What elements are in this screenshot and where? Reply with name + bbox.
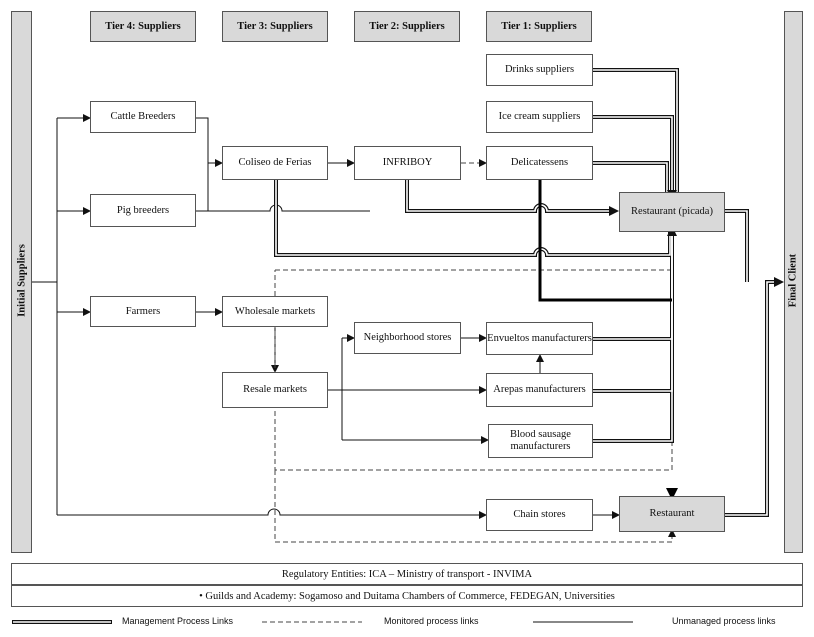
tier-2-header: Tier 2: Suppliers bbox=[354, 11, 460, 42]
tier-3-header: Tier 3: Suppliers bbox=[222, 11, 328, 42]
initial-suppliers-label: Initial Suppliers bbox=[16, 244, 28, 317]
drinks-suppliers-node: Drinks suppliers bbox=[486, 54, 593, 86]
legend-management: Management Process Links bbox=[122, 616, 234, 626]
wholesale-markets-node: Wholesale markets bbox=[222, 296, 328, 327]
blood-sausage-manufacturers-node: Blood sausage manufacturers bbox=[488, 424, 593, 458]
infriboy-node: INFRIBOY bbox=[354, 146, 461, 180]
tier-1-header: Tier 1: Suppliers bbox=[486, 11, 592, 42]
thick-link bbox=[538, 180, 672, 302]
monitored-links bbox=[274, 159, 676, 543]
cattle-breeders-node: Cattle Breeders bbox=[90, 101, 196, 133]
legend-unmanaged: Unmanaged process links bbox=[672, 616, 776, 626]
farmers-node: Farmers bbox=[90, 296, 196, 327]
delicatessens-node: Delicatessens bbox=[486, 146, 593, 180]
legend-monitored: Monitored process links bbox=[384, 616, 479, 626]
chain-stores-node: Chain stores bbox=[486, 499, 593, 531]
regulatory-entities-band: Regulatory Entities: ICA – Ministry of t… bbox=[11, 563, 803, 585]
initial-suppliers-bar bbox=[11, 11, 32, 553]
final-client-bar bbox=[784, 11, 803, 553]
ice-cream-suppliers-node: Ice cream suppliers bbox=[486, 101, 593, 133]
coliseo-de-ferias-node: Coliseo de Ferias bbox=[222, 146, 328, 180]
tier-4-header: Tier 4: Suppliers bbox=[90, 11, 196, 42]
arepas-manufacturers-node: Arepas manufacturers bbox=[486, 373, 593, 407]
final-client-label: Final Client bbox=[787, 253, 799, 308]
neighborhood-stores-node: Neighborhood stores bbox=[354, 322, 461, 354]
guilds-academy-band: • Guilds and Academy: Sogamoso and Duita… bbox=[11, 585, 803, 607]
envueltos-manufacturers-node: Envueltos manufacturers bbox=[486, 322, 593, 355]
restaurant-node: Restaurant bbox=[619, 496, 725, 532]
restaurant-picada-node: Restaurant (picada) bbox=[619, 192, 725, 232]
pig-breeders-node: Pig breeders bbox=[90, 194, 196, 227]
resale-markets-node: Resale markets bbox=[222, 372, 328, 408]
